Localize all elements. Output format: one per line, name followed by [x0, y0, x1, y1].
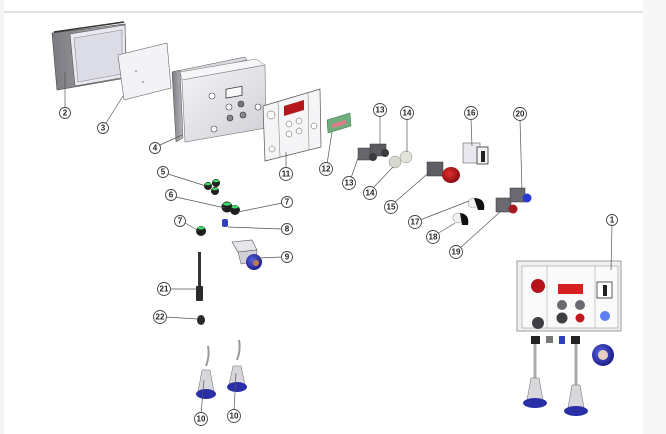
- svg-text:7: 7: [285, 198, 290, 207]
- callout-7-right[interactable]: 7: [281, 196, 293, 208]
- header-divider: [4, 11, 643, 13]
- part-selector-switch-knob: [452, 212, 469, 225]
- svg-text:10: 10: [197, 415, 206, 424]
- callout-1[interactable]: 1: [606, 214, 618, 226]
- callout-13-bottom[interactable]: 13: [342, 176, 356, 190]
- part-rear-housing: [51, 21, 127, 91]
- callout-10-left[interactable]: 10: [194, 412, 208, 426]
- callout-15[interactable]: 15: [384, 200, 398, 214]
- callout-17[interactable]: 17: [408, 215, 422, 229]
- svg-text:7: 7: [178, 217, 183, 226]
- svg-text:21: 21: [160, 285, 169, 294]
- part-cable-plugs: [196, 339, 247, 399]
- callout-3[interactable]: 3: [97, 122, 109, 134]
- svg-text:17: 17: [411, 218, 420, 227]
- part-emergency-stop-button: [426, 161, 460, 183]
- part-front-enclosure: [171, 56, 267, 143]
- callout-14-bottom[interactable]: 14: [363, 186, 377, 200]
- svg-text:2: 2: [63, 109, 68, 118]
- svg-text:14: 14: [403, 109, 412, 118]
- callout-8[interactable]: 8: [281, 223, 293, 235]
- callout-20[interactable]: 20: [513, 107, 527, 121]
- part-indicator-lenses: [388, 150, 413, 169]
- callout-11[interactable]: 11: [279, 167, 293, 181]
- callout-7-left[interactable]: 7: [174, 215, 186, 227]
- svg-text:15: 15: [387, 203, 396, 212]
- svg-text:13: 13: [376, 106, 385, 115]
- part-front-label-overlay: [262, 88, 322, 162]
- part-mounting-plate: [117, 42, 172, 101]
- part-display-pcb: [326, 112, 352, 134]
- callout-12[interactable]: 12: [319, 162, 333, 176]
- callout-21[interactable]: 21: [157, 282, 171, 296]
- svg-text:19: 19: [452, 248, 461, 257]
- svg-text:14: 14: [366, 189, 375, 198]
- callout-13-top[interactable]: 13: [373, 103, 387, 117]
- svg-text:1: 1: [610, 216, 615, 225]
- svg-text:3: 3: [101, 124, 106, 133]
- svg-text:6: 6: [169, 191, 174, 200]
- svg-text:5: 5: [161, 168, 166, 177]
- part-main-rotary-switch: [462, 142, 489, 165]
- part-selector-switch: [467, 197, 485, 210]
- callout-4[interactable]: 4: [149, 142, 161, 154]
- callout-2[interactable]: 2: [59, 107, 71, 119]
- callout-6[interactable]: 6: [165, 189, 177, 201]
- svg-text:13: 13: [345, 179, 354, 188]
- part-temperature-probe: [196, 252, 203, 301]
- leader-lines: [64, 72, 613, 415]
- callout-19[interactable]: 19: [449, 245, 463, 259]
- svg-text:10: 10: [230, 412, 239, 421]
- callout-9[interactable]: 9: [281, 251, 293, 263]
- part-contact-blocks: [357, 143, 389, 161]
- page-header-strip: [4, 0, 643, 11]
- svg-text:4: 4: [153, 144, 158, 153]
- part-blue-pushbutton: [509, 187, 532, 203]
- part-red-pushbutton: [495, 197, 518, 214]
- callout-16[interactable]: 16: [464, 106, 478, 120]
- callout-18[interactable]: 18: [426, 230, 440, 244]
- part-blanking-plug: [197, 315, 205, 325]
- part-panel-socket: [231, 239, 262, 270]
- svg-text:18: 18: [429, 233, 438, 242]
- callout-22[interactable]: 22: [153, 310, 167, 324]
- callout-14-top[interactable]: 14: [400, 106, 414, 120]
- svg-text:8: 8: [285, 225, 290, 234]
- svg-text:20: 20: [516, 110, 525, 119]
- page-right-gutter: [643, 0, 666, 434]
- svg-text:12: 12: [322, 165, 331, 174]
- callout-10-right[interactable]: 10: [227, 409, 241, 423]
- svg-text:16: 16: [467, 109, 476, 118]
- svg-text:9: 9: [285, 253, 290, 262]
- callout-5[interactable]: 5: [157, 166, 169, 178]
- part-assembled-control-box: [516, 260, 622, 416]
- svg-text:22: 22: [156, 313, 165, 322]
- svg-text:11: 11: [282, 170, 291, 179]
- part-cable-glands: [196, 179, 240, 236]
